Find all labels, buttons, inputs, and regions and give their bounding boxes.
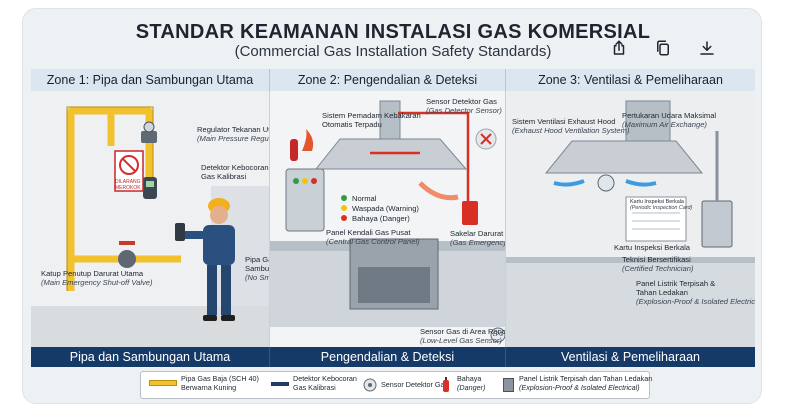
page-title: STANDAR KEAMANAN INSTALASI GAS KOMERSIAL — [135, 21, 651, 43]
sensor-icon — [363, 378, 377, 392]
download-button[interactable] — [694, 35, 720, 61]
legend-elec: Panel Listrik Terpisah dan Tahan Ledakan… — [519, 374, 653, 392]
airflow-left — [553, 179, 585, 187]
exhaust-hood — [544, 140, 704, 174]
status-normal-dot — [341, 195, 347, 201]
airflow-right — [625, 179, 657, 187]
status-warning-label: Waspada (Warning) — [352, 204, 419, 213]
card-title: Kartu Inspeksi Berkala(Periodic Inspecti… — [630, 199, 693, 211]
tech-label: Teknisi Bersertifikasi(Certified Technic… — [622, 255, 694, 273]
legend-sensor: Sensor Detektor Gas — [381, 380, 449, 389]
switch-label: Sakelar Darurat Gas(Gas Emergency Switch… — [450, 229, 505, 247]
legend-danger: Bahaya(Danger) — [457, 374, 486, 392]
status-warning-dot — [341, 205, 347, 211]
zone1-header: Zone 1: Pipa dan Sambungan Utama — [31, 69, 269, 91]
inspection-card — [625, 196, 687, 242]
lpg-sensor — [490, 327, 505, 343]
share-button[interactable] — [606, 35, 632, 61]
zone2-illustration — [270, 91, 505, 347]
zone3-illustration — [506, 91, 755, 347]
download-icon — [700, 41, 714, 55]
regulator-label: Regulator Tekanan Utama(Main Pressure Re… — [197, 125, 269, 143]
zone2-header: Zone 2: Pengendalian & Deteksi — [269, 69, 505, 91]
low-sensor-label: Sensor Gas di Area Rendah(Low-Level Gas … — [420, 327, 505, 345]
infographic-card: STANDAR KEAMANAN INSTALASI GAS KOMERSIAL… — [22, 8, 762, 404]
fan-icon — [597, 174, 615, 192]
regulator-icon — [141, 131, 157, 143]
copy-icon — [657, 40, 669, 56]
zone1-panel: Regulator Tekanan Utama(Main Pressure Re… — [31, 91, 269, 347]
legend: Pipa Gas Baja (SCH 40)Berwarna Kuning De… — [140, 371, 653, 399]
extinguisher-icon — [290, 139, 298, 161]
card-label: Kartu Inspeksi Berkala — [614, 243, 690, 252]
lpg-label: LPG — [493, 332, 504, 338]
status-normal-label: Normal — [352, 194, 377, 203]
legend-pipe-swatch — [149, 380, 177, 386]
zone1-illustration — [31, 91, 269, 347]
zone3-header: Zone 3: Ventilasi & Pemeliharaan — [505, 69, 755, 91]
control-panel — [285, 168, 325, 232]
copy-button[interactable] — [650, 35, 676, 61]
electrical-panel — [701, 200, 733, 248]
panel-label: Panel Kendali Gas Pusat(Central Gas Cont… — [326, 228, 420, 246]
share-icon — [613, 40, 625, 55]
legend-elec-swatch — [503, 378, 514, 392]
zone2-footer: Pengendalian & Deteksi — [269, 347, 505, 367]
valve-icon — [118, 250, 136, 268]
air-label: Pertukaran Udara Maksimal(Maximum Air Ex… — [622, 111, 717, 129]
page-subtitle: (Commercial Gas Installation Safety Stan… — [234, 43, 552, 60]
fire-icon — [302, 129, 314, 151]
shutoff-label: Katup Penutup Darurat Utama(Main Emergen… — [41, 269, 153, 287]
zone3-panel: Sistem Ventilasi Exhaust Hood(Exhaust Ho… — [505, 91, 755, 347]
detector-icon — [143, 177, 157, 199]
elec-label: Panel Listrik Terpisah &Tahan Ledakan(Ex… — [636, 279, 755, 306]
zone3-footer: Ventilasi & Pemeliharaan — [505, 347, 755, 367]
zone1-footer: Pipa dan Sambungan Utama — [31, 347, 269, 367]
sensor-label: Sensor Detektor Gas(Gas Detector Sensor) — [426, 97, 502, 115]
exhaust-label: Sistem Ventilasi Exhaust Hood(Exhaust Ho… — [512, 117, 630, 135]
status-danger-dot — [341, 215, 347, 221]
pipe-label: Pipa GasSambungan(No Smoking) — [245, 255, 269, 282]
worker-figure — [175, 198, 235, 321]
danger-extinguisher-icon — [443, 377, 449, 392]
emergency-switch — [462, 201, 478, 225]
no-smoking-sign — [114, 150, 144, 192]
exhaust-duct — [625, 100, 671, 142]
legend-detector-swatch — [271, 382, 289, 386]
status-danger-label: Bahaya (Danger) — [352, 214, 410, 223]
legend-pipe: Pipa Gas Baja (SCH 40)Berwarna Kuning — [181, 374, 259, 392]
